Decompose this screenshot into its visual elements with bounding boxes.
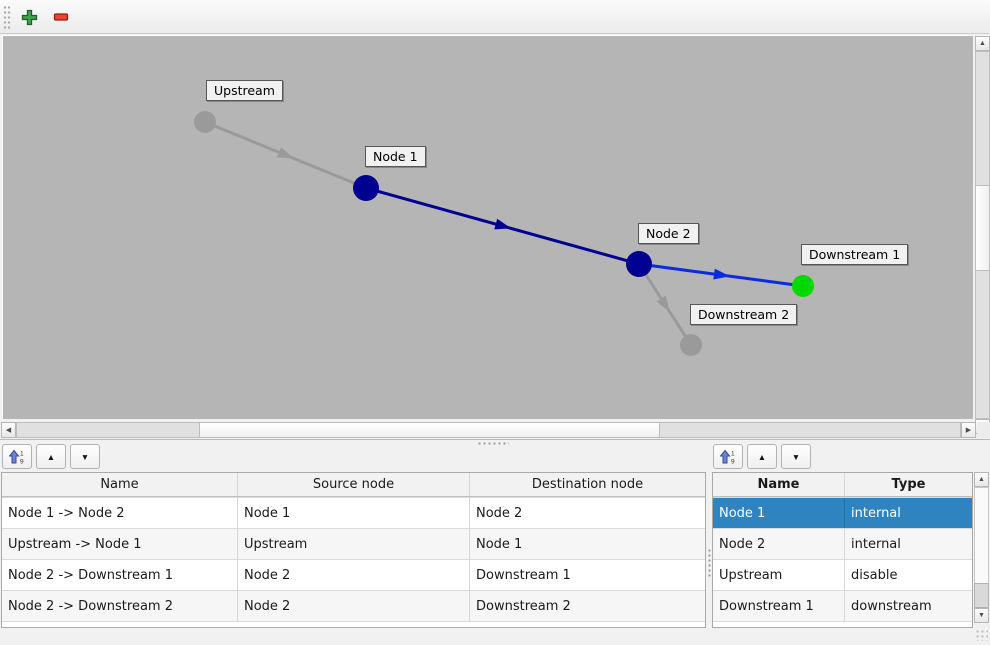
table-row[interactable]: Node 2 internal bbox=[713, 528, 972, 559]
canvas-scroll-left-button[interactable]: ◀ bbox=[1, 422, 16, 438]
table-cell[interactable]: Node 1 bbox=[238, 498, 470, 528]
up-arrow-icon: ▲ bbox=[46, 451, 56, 462]
graph-node[interactable] bbox=[792, 275, 814, 297]
table-cell[interactable]: internal bbox=[851, 536, 901, 552]
graph-node[interactable] bbox=[194, 111, 216, 133]
table-cell[interactable]: Downstream 1 bbox=[713, 591, 845, 621]
node-table-move-up-button[interactable]: ▲ bbox=[747, 444, 777, 469]
edge-arrowhead-icon bbox=[276, 147, 294, 159]
down-arrow-icon: ▼ bbox=[791, 451, 801, 462]
up-arrow-icon: ▲ bbox=[979, 40, 986, 47]
table-cell[interactable]: Node 2 bbox=[238, 560, 470, 590]
table-cell[interactable]: Node 2 -> Downstream 2 bbox=[2, 591, 238, 621]
horizontal-splitter[interactable] bbox=[0, 439, 990, 446]
splitter-grip-icon bbox=[708, 548, 711, 578]
edge-table-sort-button[interactable]: 1 9 bbox=[2, 444, 32, 469]
scrollbar-corner bbox=[977, 422, 990, 438]
edge-arrowhead-icon bbox=[656, 295, 670, 313]
sort-icon: 1 9 bbox=[8, 449, 24, 466]
node-table-scroll-up-button[interactable]: ▲ bbox=[974, 472, 989, 487]
down-arrow-icon: ▼ bbox=[80, 451, 90, 462]
edge-table-move-down-button[interactable]: ▼ bbox=[70, 444, 100, 469]
svg-text:9: 9 bbox=[20, 459, 24, 466]
minus-icon bbox=[53, 13, 69, 21]
canvas-vscroll-slider[interactable] bbox=[975, 185, 990, 271]
column-header[interactable]: Source node bbox=[238, 473, 470, 496]
table-cell[interactable]: Upstream bbox=[713, 560, 845, 590]
column-header[interactable]: Name bbox=[713, 473, 845, 496]
svg-text:9: 9 bbox=[731, 459, 735, 466]
table-cell[interactable]: downstream bbox=[851, 598, 932, 614]
node-label: Upstream bbox=[206, 80, 283, 101]
splitter-grip-icon bbox=[477, 442, 509, 445]
edge-arrowhead-icon bbox=[713, 268, 730, 280]
node-table-sort-button[interactable]: 1 9 bbox=[713, 444, 743, 469]
node-table-move-down-button[interactable]: ▼ bbox=[781, 444, 811, 469]
table-row[interactable]: Node 1 internal bbox=[713, 497, 972, 528]
main-toolbar bbox=[0, 0, 990, 34]
canvas-scroll-up-button[interactable]: ▲ bbox=[975, 36, 990, 51]
table-row[interactable]: Upstream disable bbox=[713, 559, 972, 590]
edge-arrowhead-icon bbox=[494, 218, 512, 230]
table-cell[interactable]: Node 2 -> Downstream 1 bbox=[2, 560, 238, 590]
up-arrow-icon: ▲ bbox=[757, 451, 767, 462]
graph-node[interactable] bbox=[353, 175, 379, 201]
node-label: Node 1 bbox=[365, 146, 426, 167]
node-table-scroll-slider[interactable] bbox=[974, 583, 989, 608]
table-cell[interactable]: Node 2 bbox=[476, 505, 523, 521]
table-cell[interactable]: Downstream 2 bbox=[476, 598, 571, 614]
toolbar-grip[interactable] bbox=[3, 5, 11, 29]
column-header[interactable]: Name bbox=[2, 473, 238, 496]
table-cell[interactable]: internal bbox=[851, 505, 901, 521]
node-table-scroll-down-button[interactable]: ▼ bbox=[974, 608, 989, 623]
up-arrow-icon: ▲ bbox=[978, 476, 985, 483]
svg-text:1: 1 bbox=[731, 451, 735, 458]
node-label: Node 2 bbox=[638, 223, 699, 244]
canvas-scroll-right-button[interactable]: ▶ bbox=[961, 422, 976, 438]
graph-node[interactable] bbox=[680, 334, 702, 356]
column-header[interactable]: Type bbox=[891, 477, 926, 492]
window-resize-grip[interactable] bbox=[974, 628, 988, 641]
sort-icon: 1 9 bbox=[719, 449, 735, 466]
edge-table-move-up-button[interactable]: ▲ bbox=[36, 444, 66, 469]
table-cell[interactable]: Node 1 bbox=[713, 498, 845, 528]
table-cell[interactable]: Downstream 1 bbox=[476, 567, 571, 583]
table-cell[interactable]: Node 1 -> Node 2 bbox=[2, 498, 238, 528]
table-cell[interactable]: Upstream bbox=[238, 529, 470, 559]
right-arrow-icon: ▶ bbox=[965, 426, 972, 434]
svg-text:1: 1 bbox=[20, 451, 24, 458]
node-label: Downstream 2 bbox=[690, 304, 798, 325]
graph-node[interactable] bbox=[626, 251, 652, 277]
table-cell[interactable]: Node 2 bbox=[238, 591, 470, 621]
table-cell[interactable]: Node 2 bbox=[713, 529, 845, 559]
table-header-row: Name Type bbox=[713, 473, 972, 497]
node-label: Downstream 1 bbox=[801, 244, 909, 265]
canvas-hscroll-slider[interactable] bbox=[199, 422, 660, 438]
table-row[interactable]: Downstream 1 downstream bbox=[713, 590, 972, 621]
remove-button[interactable] bbox=[49, 5, 73, 29]
table-splitter[interactable] bbox=[706, 472, 712, 621]
column-header[interactable]: Destination node bbox=[531, 477, 644, 492]
table-cell[interactable]: Upstream -> Node 1 bbox=[2, 529, 238, 559]
empty-row bbox=[2, 621, 705, 627]
plus-icon bbox=[21, 9, 37, 25]
table-cell[interactable]: disable bbox=[851, 567, 898, 583]
left-arrow-icon: ◀ bbox=[5, 426, 12, 434]
add-button[interactable] bbox=[17, 5, 41, 29]
down-arrow-icon: ▼ bbox=[978, 612, 985, 619]
empty-row bbox=[713, 621, 972, 627]
table-cell[interactable]: Node 1 bbox=[476, 536, 523, 552]
graph-svg bbox=[194, 111, 814, 356]
